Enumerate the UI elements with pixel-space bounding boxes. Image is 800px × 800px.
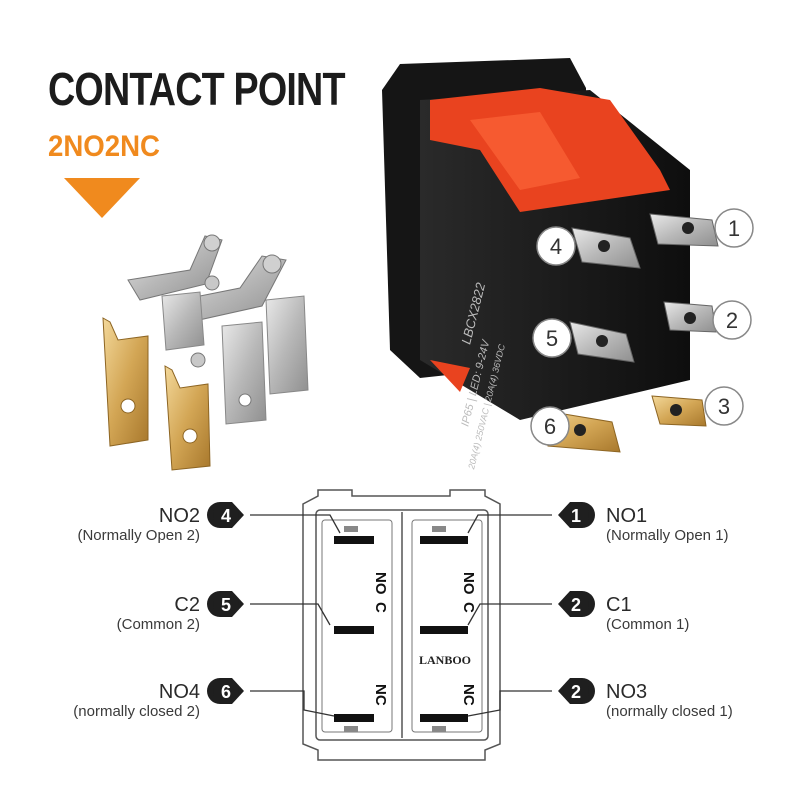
silver-contact-arm-left <box>127 235 223 301</box>
terminal-bar-no4 <box>334 714 374 722</box>
label-no1: NO1 (Normally Open 1) <box>606 505 729 545</box>
photo-badge-4-text: 4 <box>550 234 562 259</box>
diagram-badge-right-1: 1 <box>558 502 595 528</box>
gold-terminal-left <box>102 317 149 447</box>
diagram-terminals <box>334 536 468 722</box>
label-no4: NO4 (normally closed 2) <box>73 681 200 721</box>
mark-nc-left: NC <box>372 684 389 706</box>
terminal-bar-c1 <box>420 626 468 634</box>
label-c2: C2 (Common 2) <box>117 594 200 634</box>
diagram-badge-right-3: 2 <box>558 678 595 704</box>
photo-badge-2: 2 <box>712 300 752 340</box>
mark-no-left: NO <box>372 572 389 595</box>
diagram-badge-right-3-text: 2 <box>571 682 581 702</box>
label-no1-desc: (Normally Open 1) <box>606 527 729 544</box>
label-no4-name: NO4 <box>158 681 200 703</box>
label-no2-desc: (Normally Open 2) <box>77 527 200 544</box>
label-c1-name: C1 <box>606 594 632 616</box>
diagram-badge-right-2: 2 <box>558 591 595 617</box>
silver-terminal-3 <box>265 295 309 395</box>
label-no1-name: NO1 <box>606 505 648 527</box>
photo-badge-2-text: 2 <box>726 308 738 333</box>
label-c2-name: C2 <box>174 594 200 616</box>
mark-c-left: C <box>372 602 389 613</box>
mark-nc-right: NC <box>460 684 477 706</box>
leader-lines <box>250 514 552 717</box>
terminal-bar-no3 <box>420 714 468 722</box>
photo-badge-3-text: 3 <box>718 394 730 419</box>
diagram-badge-left-2: 5 <box>207 591 244 617</box>
photo-badge-5-text: 5 <box>546 326 558 351</box>
terminal-layout-diagram <box>302 489 501 761</box>
photo-badge-5: 5 <box>532 318 572 358</box>
photo-badge-3: 3 <box>704 386 744 426</box>
label-no3-name: NO3 <box>606 681 648 703</box>
label-c1-desc: (Common 1) <box>606 616 690 633</box>
contact-parts-illustration <box>102 234 309 471</box>
label-c1: C1 (Common 1) <box>606 594 689 634</box>
diagram-badge-left-1: 4 <box>207 502 244 528</box>
label-no2: NO2 (Normally Open 2) <box>77 505 200 545</box>
photo-badge-4: 4 <box>536 226 576 266</box>
mark-no-right: NO <box>460 572 477 595</box>
diagram-badge-left-3: 6 <box>207 678 244 704</box>
terminal-bar-no1 <box>420 536 468 544</box>
contact-type-subtitle: 2NO2NC <box>48 130 160 163</box>
label-no4-desc: (normally closed 2) <box>73 703 200 720</box>
page-title: CONTACT POINT <box>48 63 345 115</box>
terminal-bar-c2 <box>334 626 374 634</box>
diagram-badge-right-1-text: 1 <box>571 506 581 526</box>
mark-c-right: C <box>460 602 477 613</box>
diagram-outline <box>302 489 501 761</box>
photo-badge-1-text: 1 <box>728 216 740 241</box>
diagram-inner-frame <box>315 509 489 741</box>
silver-terminal-2 <box>221 321 267 425</box>
label-no3-desc: (normally closed 1) <box>606 703 733 720</box>
diagram-badge-left-2-text: 5 <box>221 595 231 615</box>
photo-badge-6-text: 6 <box>544 414 556 439</box>
label-c2-desc: (Common 2) <box>116 616 200 633</box>
diagram-badge-left-3-text: 6 <box>221 682 231 702</box>
photo-badge-6: 6 <box>530 406 570 446</box>
brand-mark: LANBOO <box>419 653 471 667</box>
label-no2-name: NO2 <box>158 505 200 527</box>
diagram-badge-right-2-text: 2 <box>571 595 581 615</box>
terminal-bar-no2 <box>334 536 374 544</box>
silver-terminal-1 <box>161 291 205 351</box>
label-no3: NO3 (normally closed 1) <box>606 681 733 721</box>
gold-terminal-right <box>164 365 211 471</box>
down-arrow-icon <box>64 178 140 218</box>
diagram-badge-left-1-text: 4 <box>221 506 231 526</box>
photo-badge-1: 1 <box>714 208 754 248</box>
